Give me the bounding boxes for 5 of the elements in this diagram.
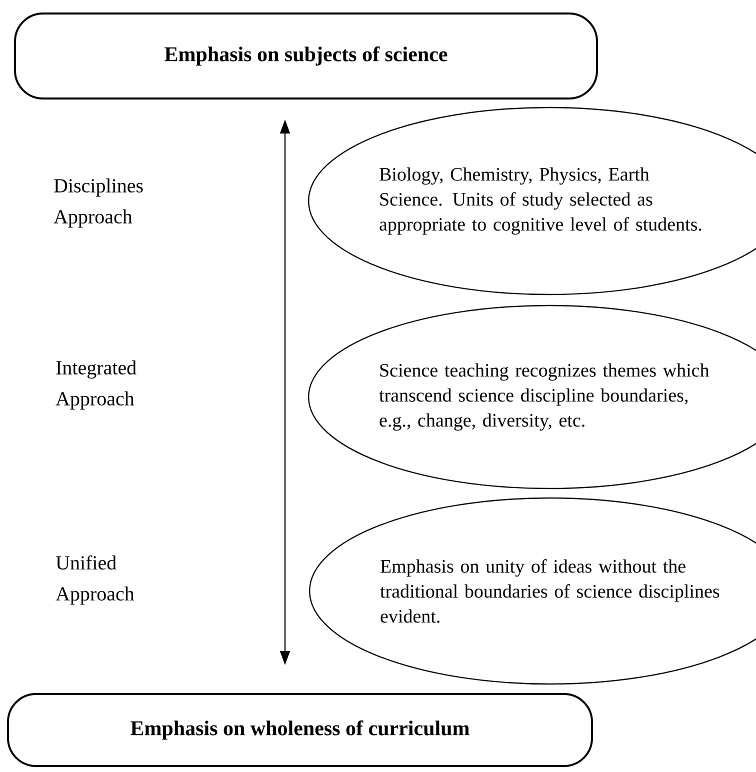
- banner-box: Emphasis on subjects of science: [14, 12, 598, 100]
- approach-label: Disciplines Approach: [54, 178, 143, 228]
- approach-label: Unified Approach: [56, 555, 134, 605]
- banner-box: Emphasis on wholeness of curriculum: [7, 693, 593, 767]
- approach-label: Integrated Approach: [56, 360, 136, 410]
